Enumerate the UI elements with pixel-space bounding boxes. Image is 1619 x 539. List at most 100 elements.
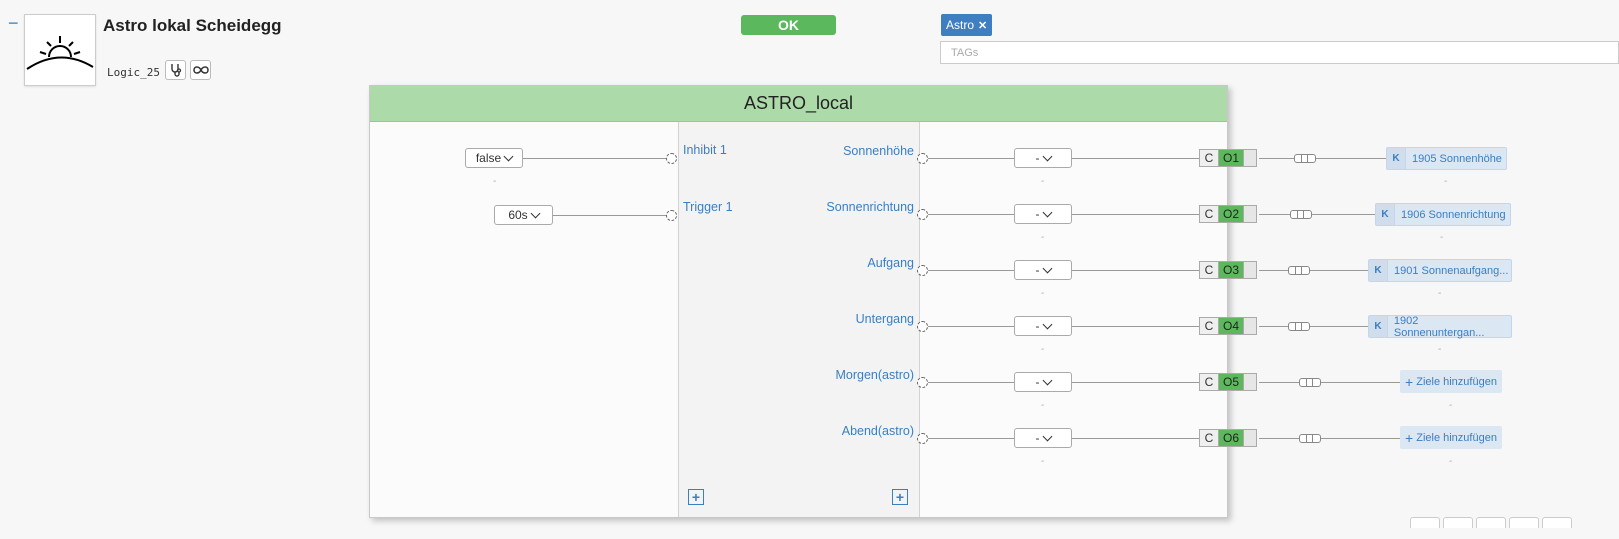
- output-select[interactable]: -: [1014, 148, 1072, 168]
- output-wire: [928, 326, 1014, 327]
- target-label: 1902 Sonnenuntergan...: [1393, 314, 1485, 339]
- logic-title: Astro lokal Scheidegg: [103, 16, 282, 35]
- collapse-toggle[interactable]: −: [8, 13, 19, 33]
- tag-chip: Astro ✕: [941, 14, 993, 36]
- output-o-badge[interactable]: O1: [1219, 149, 1243, 167]
- target-wire: [1259, 158, 1294, 159]
- add-input-button[interactable]: +: [688, 489, 704, 505]
- stethoscope-icon: [170, 64, 181, 77]
- trigger-port[interactable]: [666, 210, 677, 221]
- output-port[interactable]: [917, 209, 928, 220]
- output-c-button[interactable]: C: [1199, 317, 1219, 335]
- output-select[interactable]: -: [1014, 372, 1072, 392]
- add-target-button[interactable]: +Ziele hinzufügen: [1400, 370, 1502, 393]
- add-target-button[interactable]: +Ziele hinzufügen: [1400, 426, 1502, 449]
- pager-button[interactable]: [1542, 517, 1572, 528]
- logic-logo: [24, 14, 96, 86]
- connector-icon: [1288, 266, 1310, 275]
- chevron-down-icon: [530, 208, 541, 218]
- output-o-badge[interactable]: O2: [1219, 205, 1243, 223]
- inhibit-port[interactable]: [666, 153, 677, 164]
- output-tail: [1243, 205, 1257, 223]
- ok-button[interactable]: OK: [741, 15, 836, 35]
- output-select[interactable]: -: [1014, 316, 1072, 336]
- output-port[interactable]: [917, 377, 928, 388]
- connector-icon: [1299, 378, 1321, 387]
- plus-icon: +: [1405, 429, 1414, 446]
- output-tail: [1243, 429, 1257, 447]
- output-wire: [1072, 270, 1199, 271]
- output-c-button[interactable]: C: [1199, 261, 1219, 279]
- output-o-badge[interactable]: O3: [1219, 261, 1243, 279]
- output-dash: -: [1041, 456, 1045, 467]
- target-wire: [1259, 270, 1288, 271]
- target-label: 1905 Sonnenhöhe: [1412, 152, 1502, 165]
- output-wire: [928, 438, 1014, 439]
- chevron-down-icon: [1042, 151, 1052, 161]
- trigger-label: Trigger 1: [683, 200, 733, 214]
- sunrise-icon: [26, 36, 94, 70]
- output-dash: -: [1041, 400, 1045, 411]
- pager-button[interactable]: [1509, 517, 1539, 528]
- output-wire: [1072, 158, 1199, 159]
- tags-input[interactable]: TAGs: [940, 41, 1619, 64]
- target-wire: [1259, 326, 1288, 327]
- output-select[interactable]: -: [1014, 260, 1072, 280]
- output-port[interactable]: [917, 321, 928, 332]
- target-dash: -: [1449, 400, 1453, 411]
- output-label: Untergang: [855, 312, 914, 326]
- output-select-value: -: [1035, 319, 1040, 333]
- output-c-button[interactable]: C: [1199, 373, 1219, 391]
- output-o-badge[interactable]: O5: [1219, 373, 1243, 391]
- output-select[interactable]: -: [1014, 428, 1072, 448]
- output-dash: -: [1041, 288, 1045, 299]
- pager-button[interactable]: [1443, 517, 1473, 528]
- target-label: 1906 Sonnenrichtung: [1401, 208, 1506, 221]
- output-o-badge[interactable]: O4: [1219, 317, 1243, 335]
- output-select[interactable]: -: [1014, 204, 1072, 224]
- output-c-button[interactable]: C: [1199, 205, 1219, 223]
- block-io-column: [678, 122, 920, 517]
- output-port[interactable]: [917, 433, 928, 444]
- target-dash: -: [1449, 456, 1453, 467]
- output-tail: [1243, 373, 1257, 391]
- output-select-value: -: [1035, 151, 1040, 165]
- output-label: Sonnenrichtung: [826, 200, 914, 214]
- target-wire: [1310, 270, 1368, 271]
- loop-button[interactable]: [190, 60, 211, 80]
- output-port[interactable]: [917, 153, 928, 164]
- output-wire: [928, 382, 1014, 383]
- output-wire: [928, 214, 1014, 215]
- output-c-button[interactable]: C: [1199, 149, 1219, 167]
- add-output-button[interactable]: +: [892, 489, 908, 505]
- output-port[interactable]: [917, 265, 928, 276]
- output-tail: [1243, 317, 1257, 335]
- output-wire: [1072, 382, 1199, 383]
- output-dash: -: [1041, 232, 1045, 243]
- output-label: Abend(astro): [841, 424, 914, 438]
- chevron-down-icon: [1042, 375, 1052, 385]
- trigger-value-select[interactable]: 60s: [494, 205, 553, 225]
- inhibit-label: Inhibit 1: [683, 143, 727, 157]
- output-wire: [928, 270, 1014, 271]
- pager-button[interactable]: [1410, 517, 1440, 528]
- output-select-value: -: [1035, 375, 1040, 389]
- pager-button[interactable]: [1476, 517, 1506, 528]
- diagnose-button[interactable]: [165, 60, 186, 80]
- output-o-badge[interactable]: O6: [1219, 429, 1243, 447]
- target-wire: [1259, 214, 1290, 215]
- target-wire: [1321, 382, 1400, 383]
- tag-remove-icon[interactable]: ✕: [978, 19, 988, 32]
- target-chip[interactable]: K 1906 Sonnenrichtung: [1375, 203, 1511, 226]
- target-dash: -: [1444, 176, 1448, 187]
- output-c-button[interactable]: C: [1199, 429, 1219, 447]
- block-title: ASTRO_local: [370, 86, 1227, 122]
- output-tail: [1243, 149, 1257, 167]
- connector-icon: [1290, 210, 1312, 219]
- inhibit-value-select[interactable]: false: [465, 148, 523, 168]
- output-wire: [1072, 326, 1199, 327]
- knx-icon: K: [1376, 204, 1395, 225]
